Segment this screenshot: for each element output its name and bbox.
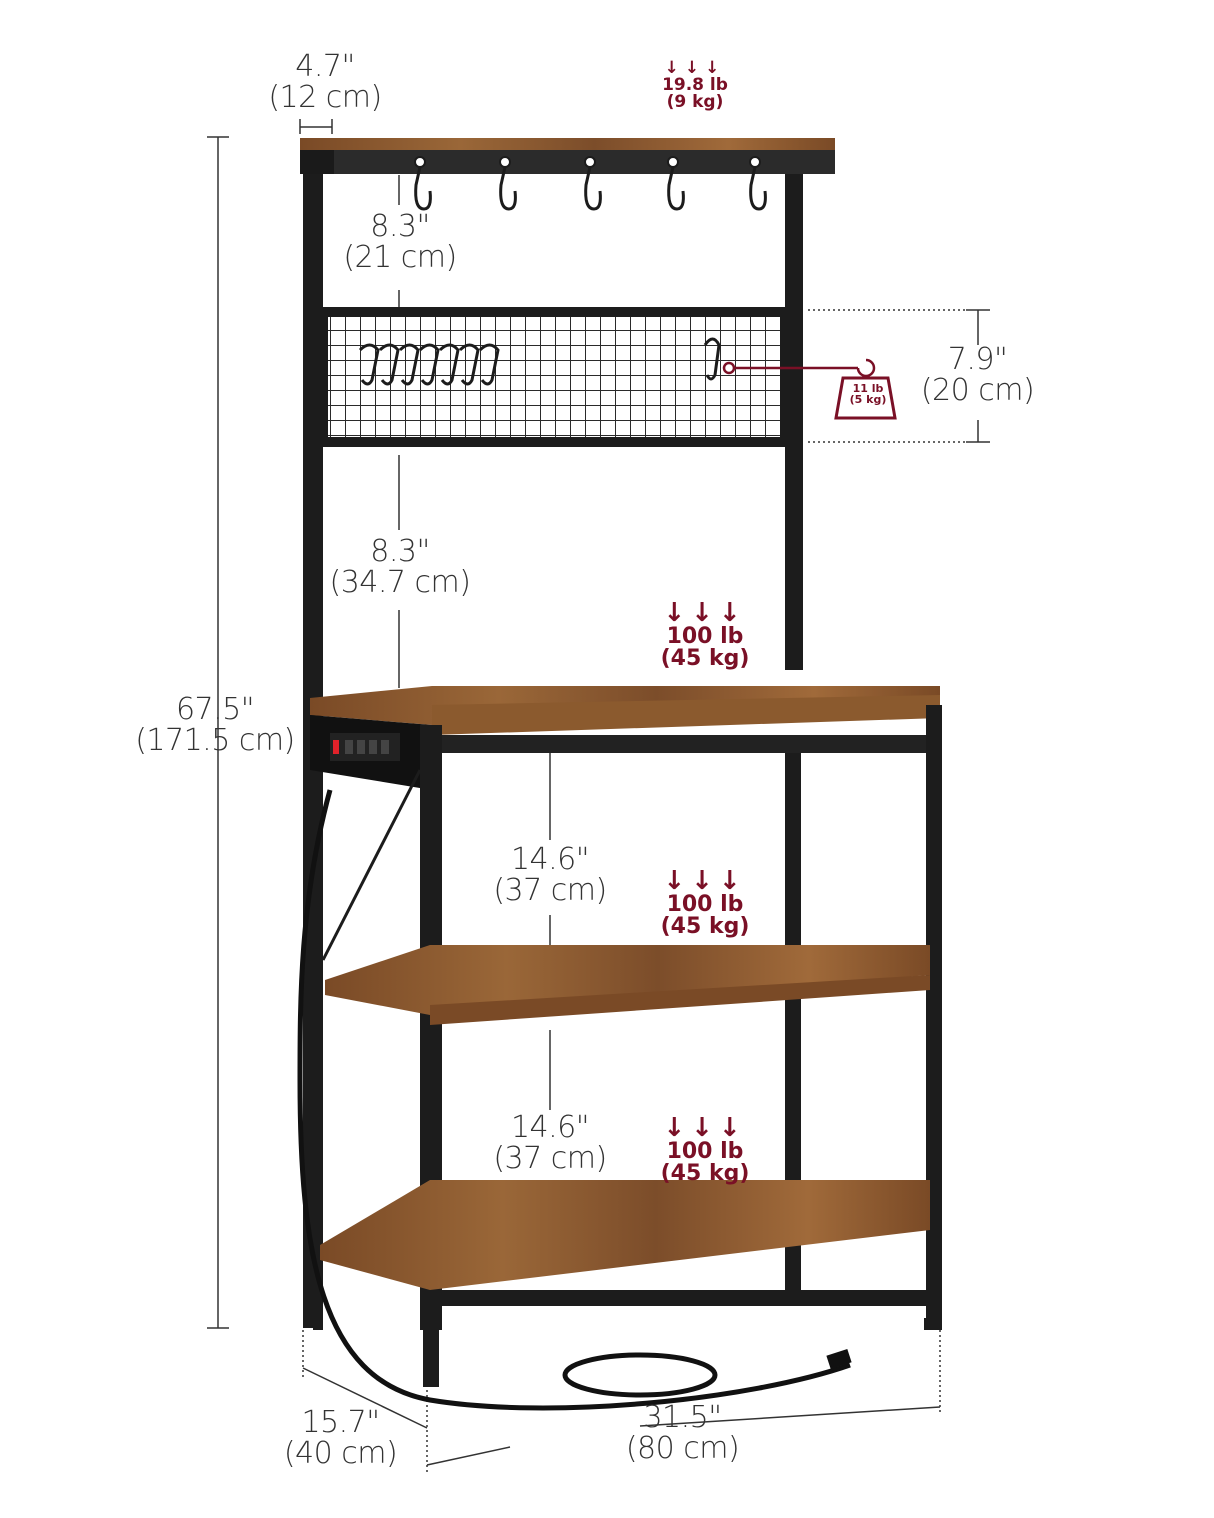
top-depth-label: 4.7" (12 cm) <box>268 49 382 115</box>
plug-icon <box>826 1348 852 1370</box>
top-hooks <box>414 156 761 168</box>
down-arrows-icon: ↓↓↓ <box>663 598 747 628</box>
s-hooks <box>414 166 767 211</box>
power-switch <box>333 740 339 754</box>
dimension-lines <box>207 119 990 1475</box>
hook-gap-label: 8.3" (21 cm) <box>343 209 457 275</box>
down-arrows-icon: ↓↓↓ <box>664 58 726 78</box>
shelf-1-load: ↓↓↓ 100 lb (45 kg) <box>645 600 765 670</box>
power-cord <box>297 789 851 1411</box>
shelf-gap-1-label: 14.6" (37 cm) <box>493 842 607 908</box>
shelf-2-load: ↓↓↓ 100 lb (45 kg) <box>645 868 765 938</box>
width-label: 31.5" (80 cm) <box>625 1400 740 1466</box>
depth-label: 15.7" (40 cm) <box>283 1405 398 1471</box>
grid-height-label: 7.9" (20 cm) <box>920 342 1035 408</box>
top-shelf-load: ↓↓↓ 19.8 lb (9 kg) <box>640 60 750 111</box>
total-height-label: 67.5" (171.5 cm) <box>135 692 295 758</box>
top-shelf <box>300 138 835 150</box>
grid-hooks <box>358 337 721 386</box>
grid-load-indicator <box>722 358 897 420</box>
shelf-gap-2-label: 14.6" (37 cm) <box>493 1110 607 1176</box>
shelf-3 <box>320 1180 930 1290</box>
down-arrows-icon: ↓↓↓ <box>663 866 747 896</box>
grid-to-shelf-label: 8.3" (34.7 cm) <box>329 534 471 600</box>
grid-hook-load: 11 lb (5 kg) <box>849 382 887 406</box>
shelf-2 <box>325 945 930 1015</box>
shelf-3-load: ↓↓↓ 100 lb (45 kg) <box>645 1115 765 1185</box>
down-arrows-icon: ↓↓↓ <box>663 1113 747 1143</box>
